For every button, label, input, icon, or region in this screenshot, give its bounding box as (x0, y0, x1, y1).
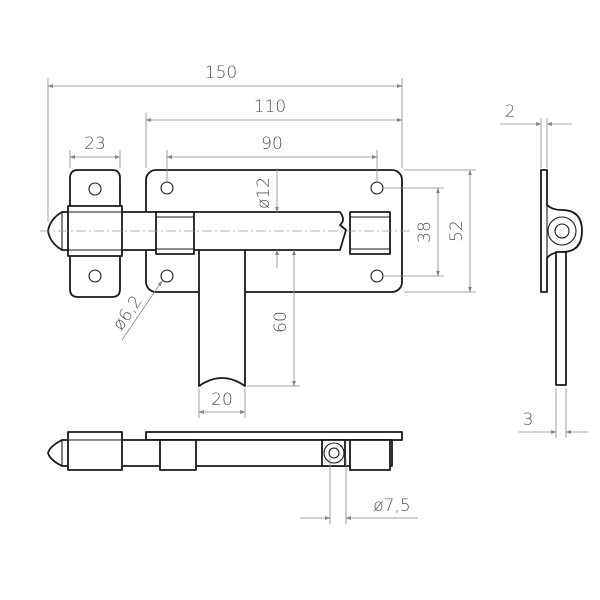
dim-bolt-diameter: ø12 (254, 177, 274, 209)
bolt-handle (198, 231, 246, 387)
keeper-hole-bottom (88, 269, 102, 283)
dim-handle-width: 20 (211, 390, 233, 410)
side-view (540, 169, 583, 386)
dim-hole-spacing-vertical: 38 (415, 221, 435, 243)
front-view (40, 169, 410, 387)
dim-plate-height: 52 (447, 220, 467, 242)
guide-bracket-right (349, 211, 391, 255)
side-bolt-outer (547, 216, 577, 246)
dim-bottom-diameter: ø7,5 (373, 496, 410, 516)
guide-bracket-left (155, 211, 195, 255)
side-handle (555, 251, 567, 386)
bottom-pin-outer (323, 442, 345, 464)
side-bolt-inner (554, 223, 570, 239)
dim-overall-length: 150 (205, 63, 237, 83)
bottom-guide-left (159, 439, 197, 471)
side-profile (540, 169, 583, 293)
dim-plate-length: 110 (254, 97, 286, 117)
bottom-keeper (67, 431, 123, 471)
plate-hole-bottom-left (160, 269, 174, 283)
dim-hole-diameter: ø6,2 (109, 292, 147, 334)
bottom-handle-stub (321, 439, 346, 467)
dim-side-thickness-top: 2 (505, 102, 516, 122)
dim-hole-spacing-horizontal: 90 (261, 134, 283, 154)
bottom-view (47, 431, 403, 471)
bottom-plate (145, 431, 403, 441)
dim-keeper-width: 23 (84, 134, 106, 154)
dim-side-thickness-bottom: 3 (523, 410, 534, 430)
bottom-view-dimensions: ø7,5 (300, 458, 418, 524)
bottom-guide-right (349, 439, 391, 471)
keeper-hole-top (88, 182, 102, 196)
side-view-dimensions: 2 3 (500, 102, 588, 438)
bottom-pin-inner (328, 447, 340, 459)
dim-handle-length: 60 (271, 311, 291, 333)
